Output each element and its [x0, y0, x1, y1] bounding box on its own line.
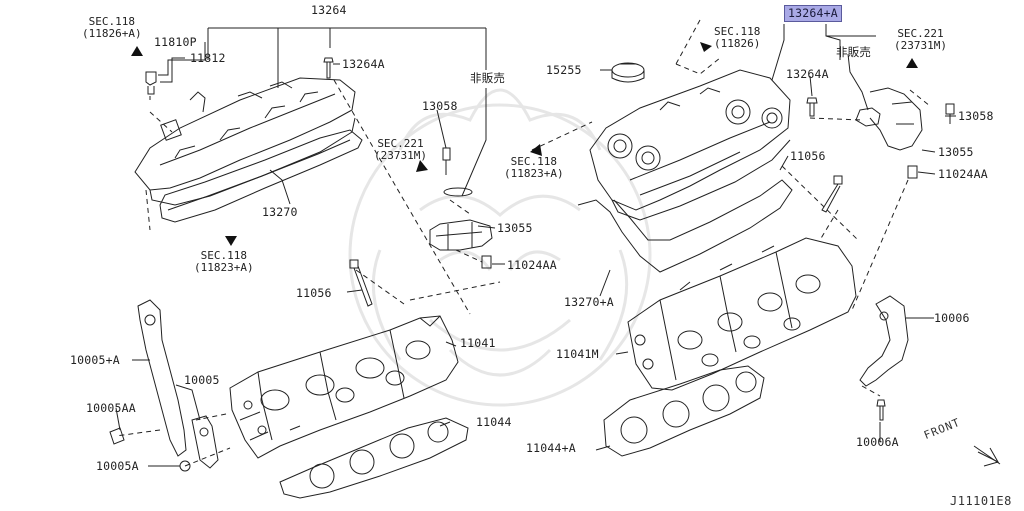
part-label-13264a-right[interactable]: 13264A	[786, 67, 829, 81]
part-label-11024aa-right[interactable]: 11024AA	[938, 167, 988, 181]
part-label-11810p[interactable]: 11810P	[154, 35, 197, 49]
section-ref-118-11823a-left[interactable]: SEC.118(11823+A)	[194, 249, 254, 274]
watermark-emblem	[348, 88, 652, 407]
right-cover-gasket	[577, 179, 793, 273]
right-bolt-13264a	[806, 97, 818, 117]
part-label-11056-right[interactable]: 11056	[790, 149, 826, 163]
dashed-assembly-lines	[115, 19, 931, 467]
leader-lines	[115, 24, 956, 467]
section-arrows	[131, 42, 918, 246]
part-label-11056-left[interactable]: 11056	[296, 286, 332, 300]
right-head-gasket	[603, 365, 765, 457]
part-label-11044-plus-a[interactable]: 11044+A	[526, 441, 576, 455]
section-ref-118-11823a-mid[interactable]: SEC.118(11823+A)	[504, 155, 564, 180]
left-head-gasket	[279, 417, 469, 499]
part-label-13264-plus-a-highlighted[interactable]: 13264+A	[784, 5, 842, 22]
part-label-13264a-left[interactable]: 13264A	[342, 57, 385, 71]
left-cam-sensor	[429, 147, 493, 269]
part-label-10005a[interactable]: 10005A	[96, 459, 139, 473]
right-stud-11056	[821, 175, 843, 213]
part-label-13055-right[interactable]: 13055	[938, 145, 974, 159]
part-label-11812[interactable]: 11812	[190, 51, 226, 65]
part-label-15255[interactable]: 15255	[546, 63, 582, 77]
part-label-10005-plus-a[interactable]: 10005+A	[70, 353, 120, 367]
front-arrow	[973, 445, 1001, 467]
left-rocker-cover	[134, 77, 356, 206]
part-label-11044[interactable]: 11044	[476, 415, 512, 429]
not-for-sale-right: 非販売	[836, 45, 872, 59]
part-label-13270[interactable]: 13270	[262, 205, 298, 219]
part-label-13058-right[interactable]: 13058	[958, 109, 994, 123]
section-ref-118-11826[interactable]: SEC.118(11826)	[714, 25, 761, 50]
part-label-11041[interactable]: 11041	[460, 336, 496, 350]
section-ref-221-right[interactable]: SEC.221(23731M)	[894, 27, 947, 52]
right-rocker-cover	[589, 69, 791, 221]
part-label-10006a[interactable]: 10006A	[856, 435, 899, 449]
left-breather-fitting	[145, 71, 157, 100]
part-label-11024aa-left[interactable]: 11024AA	[507, 258, 557, 272]
section-ref-118-11826a[interactable]: SEC.118(11826+A)	[82, 15, 142, 40]
right-bracket	[859, 295, 909, 421]
part-label-10006[interactable]: 10006	[934, 311, 970, 325]
part-label-10005[interactable]: 10005	[184, 373, 220, 387]
right-cam-sensor	[855, 87, 955, 179]
left-bolt-13264a	[323, 57, 334, 79]
part-label-11041m[interactable]: 11041M	[556, 347, 599, 361]
left-cylinder-head	[229, 315, 459, 459]
not-for-sale-left: 非販売	[470, 71, 506, 85]
section-ref-221-left[interactable]: SEC.221(23731M)	[374, 137, 427, 162]
part-label-13264[interactable]: 13264	[311, 3, 347, 17]
right-cylinder-head	[627, 237, 857, 391]
left-stud-11056	[349, 259, 373, 307]
part-label-10005aa[interactable]: 10005AA	[86, 401, 136, 415]
part-label-13270-plus-a[interactable]: 13270+A	[564, 295, 614, 309]
oil-filler-cap	[611, 62, 645, 83]
part-label-13055-left[interactable]: 13055	[497, 221, 533, 235]
part-label-13058-left[interactable]: 13058	[422, 99, 458, 113]
diagram-code: J11101E8	[950, 494, 1012, 508]
left-cover-gasket	[159, 129, 363, 223]
